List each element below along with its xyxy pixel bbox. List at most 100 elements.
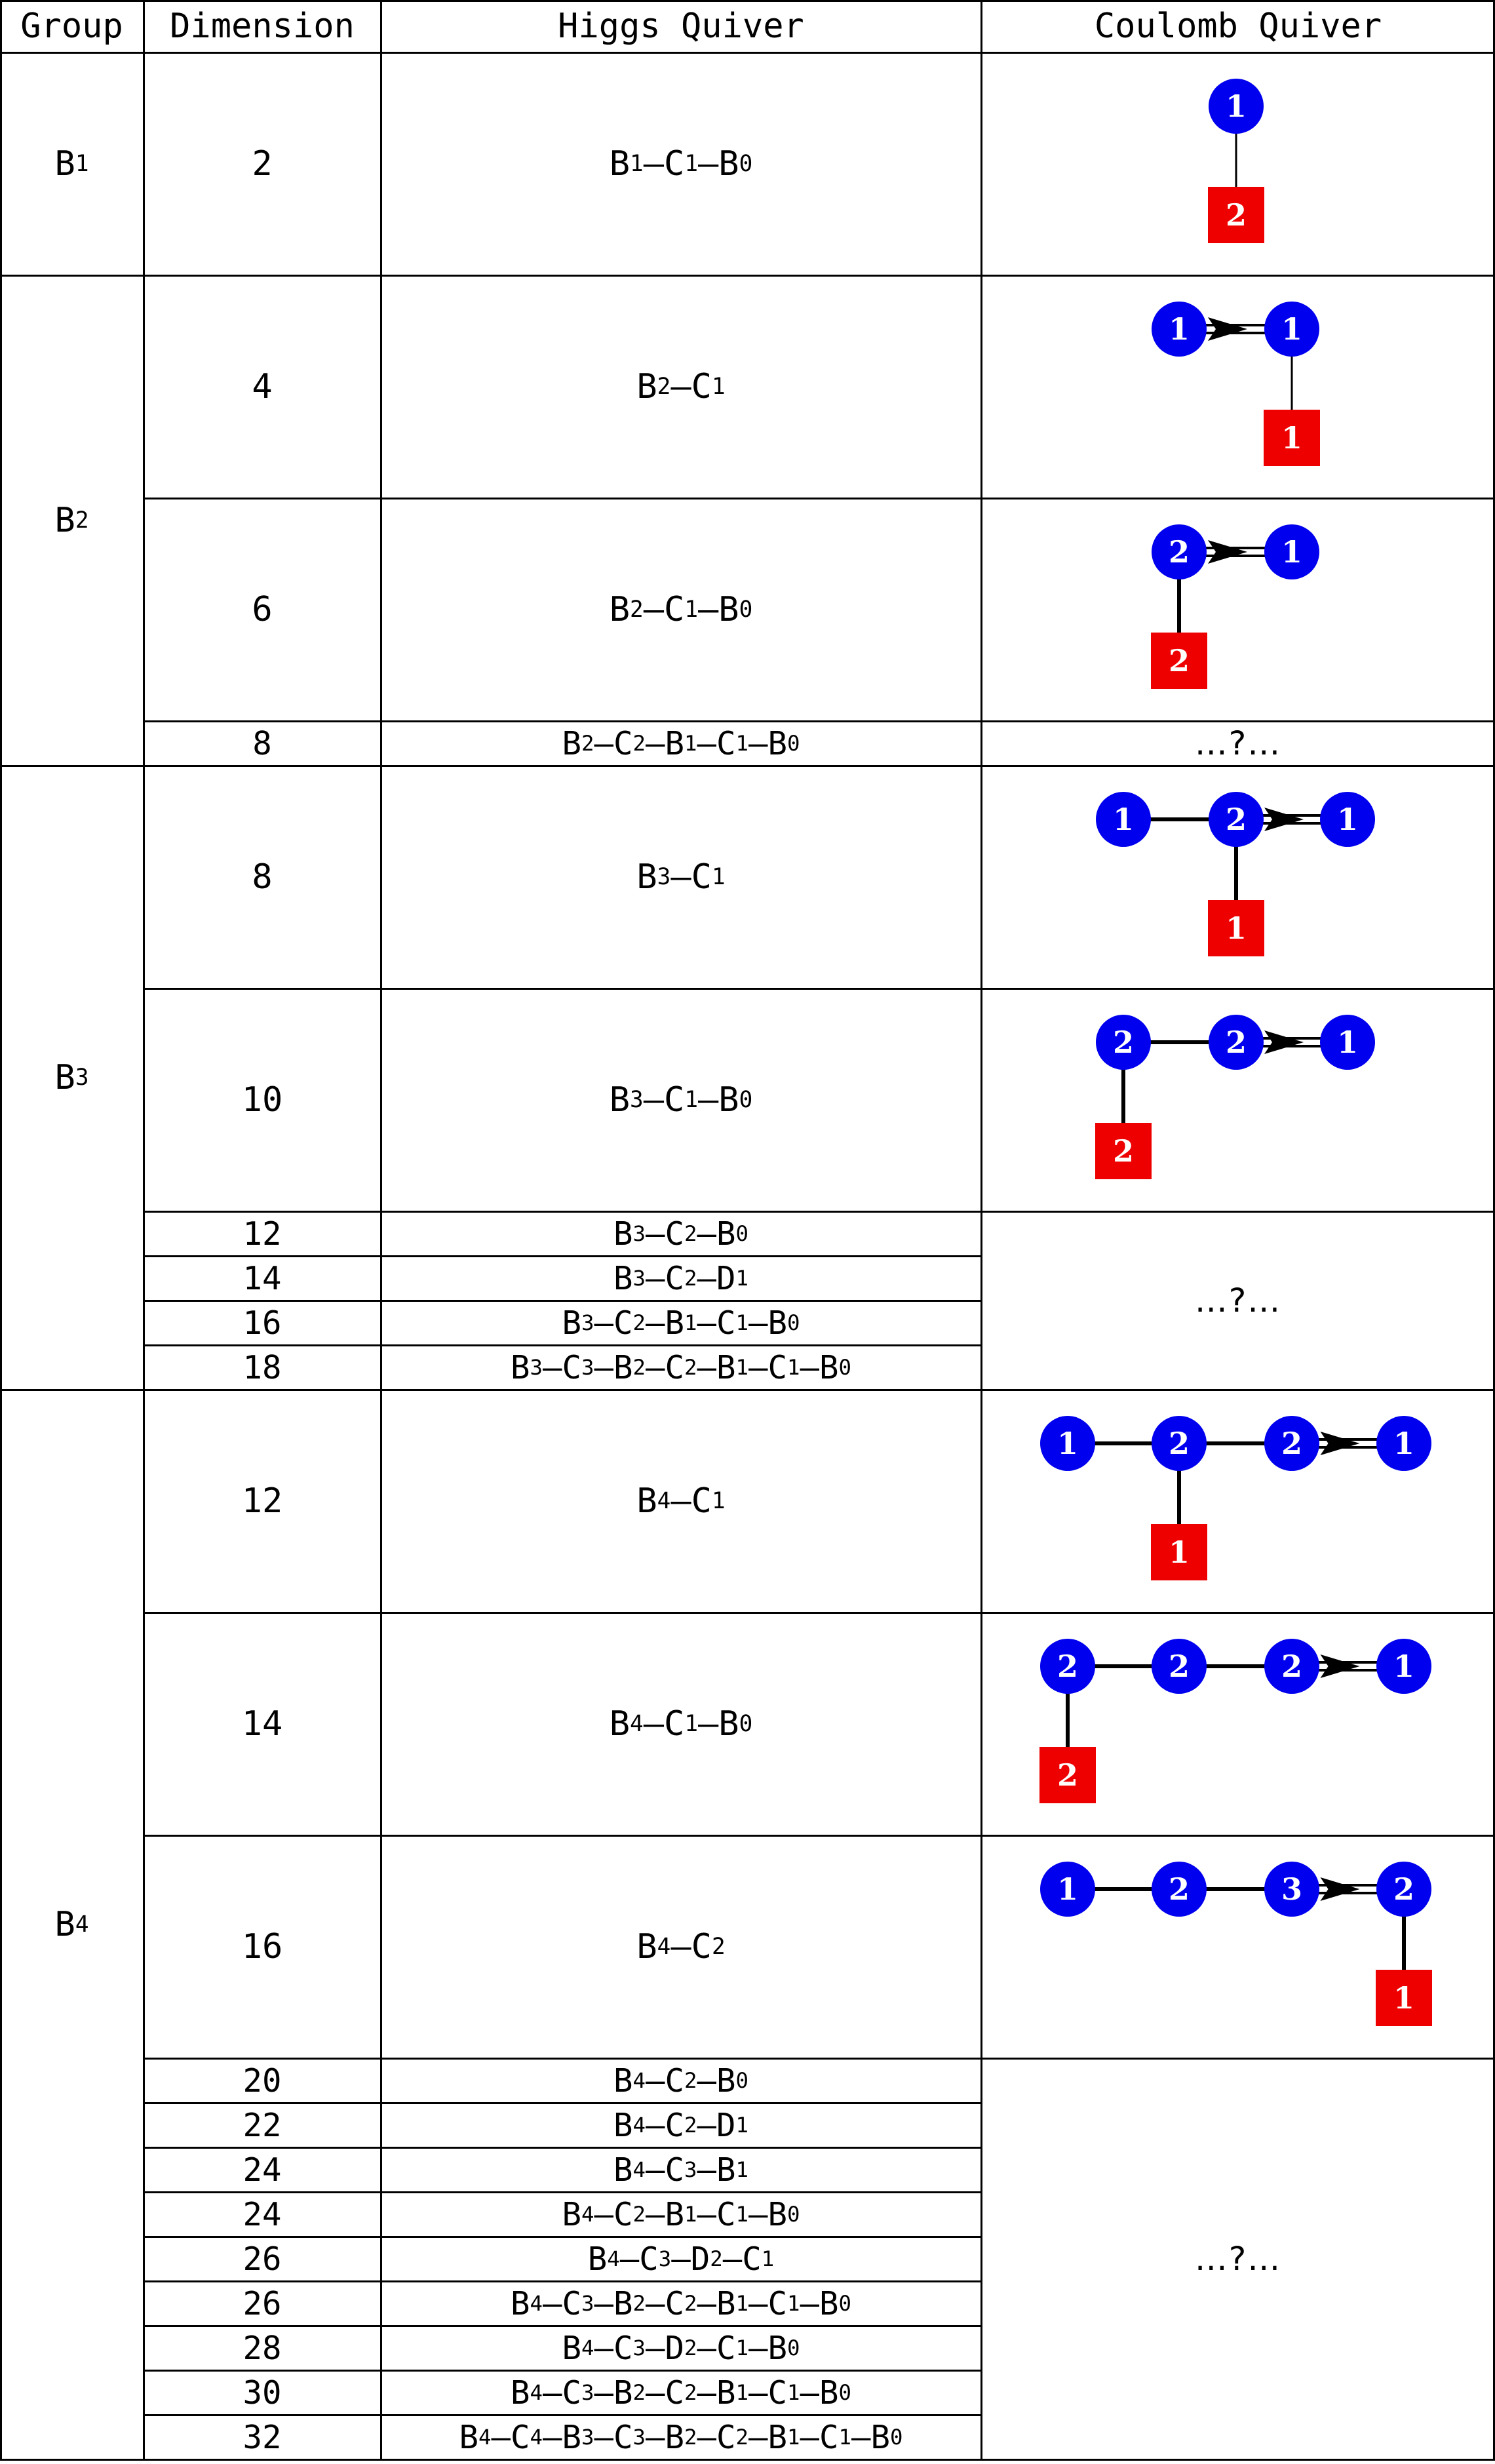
quiver-link-dash: – xyxy=(697,2418,716,2456)
gauge-node-circle xyxy=(1209,1015,1264,1070)
quiver-link-dash: – xyxy=(671,2240,691,2278)
higgs-node-letter: B xyxy=(613,2284,633,2322)
grid-line-horizontal xyxy=(144,2102,982,2104)
arrowhead-icon xyxy=(1264,808,1304,831)
gauge-node-circle xyxy=(1264,302,1319,357)
quiver-link-dash: – xyxy=(643,1080,664,1120)
group-name: B xyxy=(54,501,75,540)
gauge-node-rank: 2 xyxy=(1281,1649,1302,1684)
quiver-link-dash: – xyxy=(645,1215,665,1253)
flavor-node-rank: 1 xyxy=(1169,1535,1190,1570)
higgs-node-letter: B xyxy=(819,2284,839,2322)
flavor-node-square xyxy=(1264,410,1320,466)
higgs-node-letter: B xyxy=(587,2240,608,2278)
gauge-node-circle xyxy=(1096,1015,1151,1070)
gauge-node-rank: 1 xyxy=(1337,1025,1358,1060)
higgs-node-letter: C xyxy=(716,2329,736,2367)
higgs-node-letter: C xyxy=(639,2240,659,2278)
quiver-link-dash: – xyxy=(697,1080,719,1120)
higgs-node-letter: B xyxy=(767,1304,788,1342)
flavor-node-rank: 1 xyxy=(1393,1980,1414,2016)
gauge-node-rank: 1 xyxy=(1281,311,1302,347)
quiver-link-dash: – xyxy=(748,2374,768,2412)
higgs-node-letter: C xyxy=(664,1704,685,1744)
dimension-cell: 24 xyxy=(243,2151,282,2189)
higgs-node-letter: D xyxy=(690,2240,710,2278)
flavor-node-square xyxy=(1208,900,1264,956)
quiver-link-dash: – xyxy=(697,2151,716,2189)
gauge-node-rank: 1 xyxy=(1337,802,1358,837)
quiver-link-dash: – xyxy=(645,2151,665,2189)
grid-line-horizontal xyxy=(144,2058,1495,2060)
flavor-node-square xyxy=(1095,1123,1152,1179)
grid-line-vertical xyxy=(980,0,982,2460)
gauge-node-circle xyxy=(1320,792,1375,847)
higgs-node-letter: B xyxy=(562,2418,582,2456)
higgs-node-letter: B xyxy=(613,1259,633,1297)
gauge-node-rank: 2 xyxy=(1226,1025,1247,1060)
higgs-node-letter: B xyxy=(609,1080,631,1120)
quiver-link-dash: – xyxy=(748,724,768,762)
coulomb-unknown-cell: …?… xyxy=(1194,1281,1282,1320)
flavor-node-rank: 2 xyxy=(1113,1133,1134,1169)
quiver-link-dash: – xyxy=(645,724,665,762)
quiver-link-dash: – xyxy=(697,2374,716,2412)
dimension-cell: 8 xyxy=(252,857,273,897)
gauge-node-circle xyxy=(1264,1416,1319,1471)
gauge-node-rank: 2 xyxy=(1169,1871,1190,1907)
coulomb-quiver-diagram: 12 xyxy=(1208,79,1264,243)
dimension-cell: 12 xyxy=(243,1215,282,1253)
quiver-link-dash: – xyxy=(594,1304,613,1342)
quiver-link-dash: – xyxy=(645,2374,665,2412)
grid-line-vertical xyxy=(380,0,382,2460)
quiver-link-dash: – xyxy=(800,1348,819,1386)
quiver-link-dash: – xyxy=(697,590,719,629)
grid-line-horizontal xyxy=(144,2147,982,2149)
gauge-node-circle xyxy=(1209,792,1264,847)
arrowhead-icon xyxy=(1264,1030,1304,1054)
quiver-link-dash: – xyxy=(670,1481,691,1521)
higgs-node-letter: B xyxy=(613,2106,633,2144)
higgs-node-letter: C xyxy=(819,2418,839,2456)
higgs-node-letter: B xyxy=(636,1927,657,1966)
grid-line-horizontal xyxy=(144,2325,982,2327)
gauge-node-rank: 1 xyxy=(1113,802,1134,837)
flavor-node-rank: 2 xyxy=(1226,197,1247,233)
quiver-link-dash: – xyxy=(542,2284,562,2322)
flavor-node-square xyxy=(1151,1524,1207,1580)
higgs-node-letter: C xyxy=(613,2418,633,2456)
gauge-node-rank: 2 xyxy=(1113,1025,1134,1060)
gauge-node-circle xyxy=(1096,792,1151,847)
gauge-node-circle xyxy=(1264,524,1319,579)
quiver-link-dash: – xyxy=(645,2195,665,2233)
grid-line-horizontal xyxy=(144,1344,982,1346)
gauge-node-circle xyxy=(1152,302,1207,357)
gauge-node-rank: 2 xyxy=(1169,534,1190,570)
higgs-node-letter: B xyxy=(562,1304,582,1342)
arrowhead-icon xyxy=(1208,317,1247,341)
quiver-link-dash: – xyxy=(542,1348,562,1386)
quiver-link-dash: – xyxy=(542,2418,562,2456)
quiver-link-dash: – xyxy=(697,2106,716,2144)
higgs-node-letter: C xyxy=(665,1348,685,1386)
quiver-link-dash: – xyxy=(670,1927,691,1966)
quiver-link-dash: – xyxy=(670,367,691,406)
quiver-link-dash: – xyxy=(748,2329,768,2367)
quiver-link-dash: – xyxy=(800,2284,819,2322)
grid-line-vertical xyxy=(143,0,145,2460)
grid-line-horizontal xyxy=(144,2414,982,2416)
higgs-node-letter: B xyxy=(767,724,788,762)
gauge-node-rank: 1 xyxy=(1057,1426,1078,1461)
higgs-node-letter: B xyxy=(718,590,739,629)
higgs-node-letter: B xyxy=(609,1704,631,1744)
quiver-link-dash: – xyxy=(748,2418,768,2456)
grid-line-vertical xyxy=(1493,0,1495,2460)
